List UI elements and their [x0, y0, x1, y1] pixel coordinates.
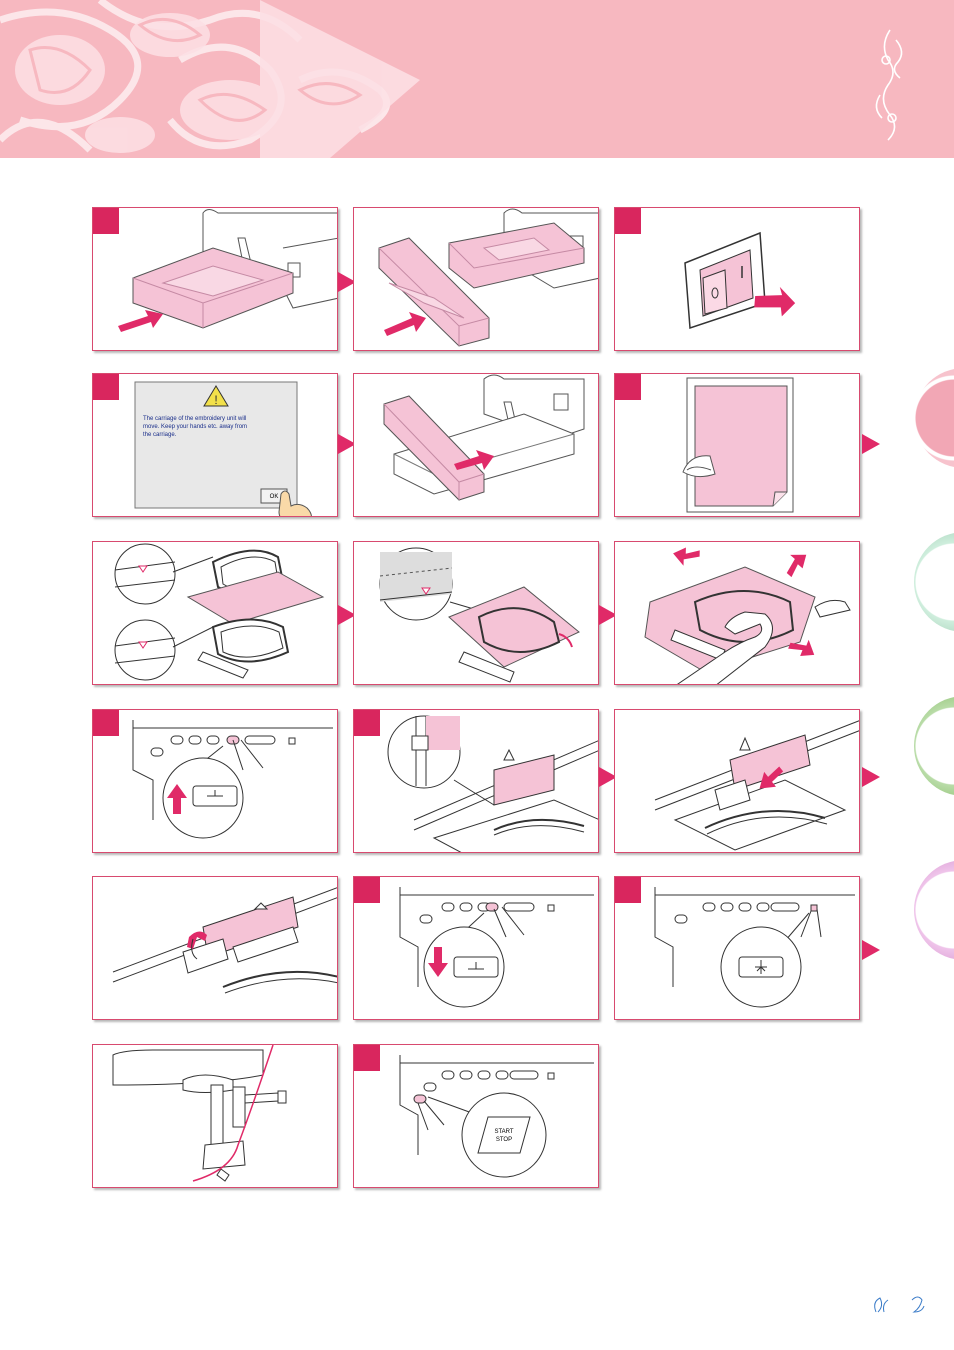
fabric-alignment-illustration [379, 547, 580, 683]
step-panel-carriage-moves [353, 373, 599, 517]
lcd-message-screen: ! The carriage of the embroidery unit wi… [134, 381, 312, 516]
step-badge [615, 877, 641, 903]
ornament-flourish-icon [875, 29, 903, 141]
step-panel-power-switch [614, 207, 860, 351]
step-badge [615, 374, 641, 400]
machine-illustration [118, 209, 337, 332]
side-tab-green[interactable] [914, 696, 954, 796]
step-panel-remove-flat-bed [92, 207, 338, 351]
step-panel-tighten-fabric [614, 541, 860, 685]
step-badge [354, 877, 380, 903]
side-tab-mint[interactable] [914, 532, 954, 632]
svg-text:!: ! [214, 393, 217, 407]
step-badge [93, 710, 119, 736]
step-badge [93, 208, 119, 234]
step-panel-align-fabric-marks [353, 541, 599, 685]
lace-header-banner [0, 0, 954, 158]
step-badge [93, 374, 119, 400]
step-badge [354, 710, 380, 736]
page-number-flourish-icon [874, 1296, 925, 1313]
dialog-message-line-3: the carriage. [143, 432, 177, 438]
frame-holder-illustration [387, 715, 598, 852]
next-step-arrow-icon [338, 272, 356, 292]
start-label: START [494, 1129, 513, 1135]
warning-icon [203, 385, 229, 407]
next-step-arrow-icon [862, 940, 880, 960]
dialog-ok-label: OK [270, 494, 279, 500]
dialog-message-line-2: move. Keep your hands etc. away from [143, 424, 247, 430]
next-step-arrow-icon [338, 434, 356, 454]
control-panel-illustration [654, 887, 855, 1008]
step-panel-confirm-message: ! The carriage of the embroidery unit wi… [92, 373, 338, 517]
side-tab-pink[interactable] [914, 368, 954, 468]
arrow-down-icon [428, 947, 448, 977]
step-panel-raise-presser-foot [92, 709, 338, 853]
arrow-up-icon [167, 784, 187, 814]
step-panel-iron-stabilizer [614, 373, 860, 517]
start-stop-key-icon [477, 1116, 531, 1154]
lace-pattern-decoration [0, 0, 903, 158]
step-panel-lower-presser-foot [353, 876, 599, 1020]
presser-foot-needle-illustration [112, 1045, 287, 1182]
fabric-stabilizer-illustration [682, 377, 794, 513]
step-panel-start-stop: START STOP [353, 1044, 599, 1188]
step-panel-insert-frame [614, 709, 860, 853]
frame-insertion-illustration [654, 720, 859, 851]
step-badge [354, 1045, 380, 1071]
step-panel-hoop-layers [92, 541, 338, 685]
step-panel-needle-position [614, 876, 860, 1020]
embroidery-carriage-illustration [383, 374, 585, 501]
dialog-message-line-1: The carriage of the embroidery unit will [143, 416, 246, 422]
next-step-arrow-icon [862, 767, 880, 787]
power-switch-icon [684, 231, 796, 330]
thread-line [192, 1045, 274, 1182]
control-panel-illustration [399, 887, 594, 1008]
embroidery-unit-illustration [378, 208, 598, 347]
stop-label: STOP [496, 1137, 512, 1143]
control-panel-illustration: START STOP [399, 1055, 594, 1178]
embroidery-frame-exploded-illustration [114, 543, 325, 681]
finger-press-icon [278, 490, 312, 516]
step-panel-needle-thread [92, 1044, 338, 1188]
next-step-arrow-icon [599, 767, 617, 787]
next-step-arrow-icon [599, 605, 617, 625]
step-badge [615, 208, 641, 234]
frame-lever-illustration [112, 887, 337, 994]
step-panel-attach-embroidery-unit [353, 207, 599, 351]
step-panel-lower-lever [92, 876, 338, 1020]
hands-stretch-fabric-illustration [644, 547, 851, 684]
control-panel-illustration [132, 720, 333, 839]
iron-icon [682, 455, 716, 478]
next-step-arrow-icon [862, 434, 880, 454]
next-step-arrow-icon [338, 605, 356, 625]
side-tab-lilac[interactable] [914, 860, 954, 960]
step-panel-frame-holder-mark [353, 709, 599, 853]
